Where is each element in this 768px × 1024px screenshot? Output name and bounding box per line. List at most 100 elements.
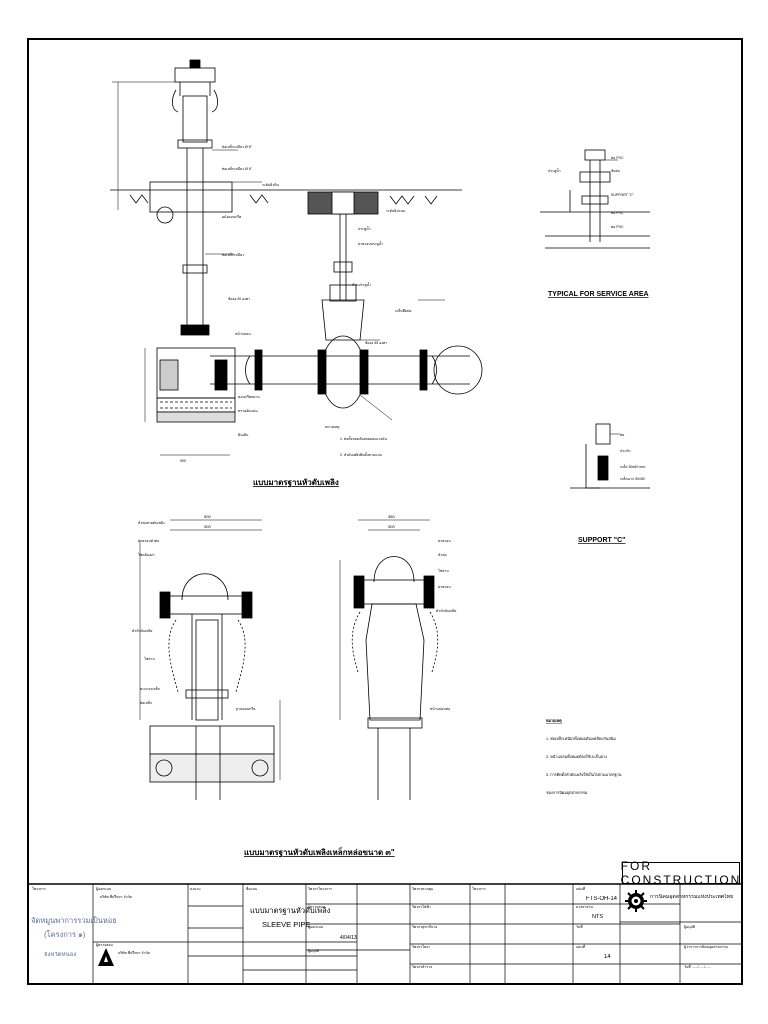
general-notes: หมายเหตุ 1. ท่อเหล็กเหนียวทั้งหมดต้องเคล… (546, 718, 622, 796)
svg-text:เหล็ก 50x50 mm.: เหล็ก 50x50 mm. (620, 463, 646, 469)
support-c-caption: SUPPORT "C" (578, 537, 625, 544)
support-c-notes: ท่อ ประกับ เหล็ก 50x50 mm. เหล็กฉาก 50x5… (620, 433, 646, 481)
service-area-caption: TYPICAL FOR SERVICE AREA (548, 291, 649, 298)
svg-text:ประตูน้ำ: ประตูน้ำ (358, 226, 371, 231)
svg-text:ผู้ออกแบบ: ผู้ออกแบบ (96, 887, 111, 891)
title-block-sheet-title-th: แบบมาตรฐานหัวดับเพลิง (250, 906, 331, 915)
svg-text:ประกับ: ประกับ (620, 449, 630, 453)
svg-text:ท่อ PVC: ท่อ PVC (611, 156, 624, 160)
left-hydrant-dim-sub: 300 (204, 524, 211, 529)
svg-text:ผู้ว่าการการนิคมอุตสาหกรรม: ผู้ว่าการการนิคมอุตสาหกรรม (684, 945, 728, 950)
title-block-sheet-no: 14 (604, 954, 611, 960)
svg-text:วันที่ ....../....../......: วันที่ ....../....../...... (684, 964, 711, 969)
svg-text:แผ่นที่: แผ่นที่ (576, 886, 586, 891)
left-hydrant-dim-top: 500 (204, 514, 211, 519)
svg-text:โซ่ล่าม: โซ่ล่าม (144, 656, 155, 661)
svg-text:ตะแกรงเหล็ก: ตะแกรงเหล็ก (140, 685, 160, 691)
title-block-sheet-number: FTS-OH-14 (586, 896, 618, 902)
svg-text:หมายเหตุ: หมายเหตุ (546, 718, 562, 724)
title-block-sheet-title-en: SLEEVE PIPE (262, 920, 311, 929)
title-block-scale: NTS (592, 914, 603, 920)
svg-text:บริษัท ที่ปรึกษา จำกัด: บริษัท ที่ปรึกษา จำกัด (100, 894, 132, 899)
svg-text:ทรายอัดแน่น: ทรายอัดแน่น (238, 409, 258, 413)
svg-text:ข้อต่อ: ข้อต่อ (611, 169, 620, 173)
svg-text:ท่อเหล็กเหนียว: ท่อเหล็กเหนียว (222, 251, 244, 257)
svg-text:หน้าแปลน: หน้าแปลน (235, 332, 251, 336)
svg-text:ผู้ออกแบบ: ผู้ออกแบบ (308, 925, 323, 929)
left-hydrant-elevation (139, 519, 281, 800)
svg-text:โครงการ: โครงการ (32, 886, 46, 891)
title-block-fine-print: โครงการ ผู้ออกแบบ บริษัท ที่ปรึกษา จำกัด… (32, 886, 728, 969)
svg-text:ท่อเหล็ก: ท่อเหล็ก (140, 699, 152, 705)
svg-text:ระดับผิวดิน: ระดับผิวดิน (262, 183, 280, 187)
svg-text:ชื่อแบบ: ชื่อแบบ (246, 886, 257, 891)
svg-text:เหล็กฉาก 50x50: เหล็กฉาก 50x50 (620, 475, 645, 481)
service-area-detail (540, 149, 650, 249)
for-construction-stamp: FOR CONSTRUCTION (620, 859, 742, 887)
right-hydrant-dim-sub: 300 (388, 524, 395, 529)
svg-text:วิศวกรสุขาภิบาล: วิศวกรสุขาภิบาล (412, 925, 437, 930)
main-detail-caption: แบบมาตรฐานหัวดับเพลิง (253, 478, 339, 488)
svg-text:ฝาครอบ: ฝาครอบ (438, 585, 451, 589)
svg-text:ฝาครอบประตูน้ำ: ฝาครอบประตูน้ำ (358, 241, 383, 246)
main-hydrant-notes: ท่อเหล็กเหนียว Ø 6" ท่อเหล็กเหนียว Ø 6" … (180, 143, 412, 463)
svg-text:ข้องอ 45 องศา: ข้องอ 45 องศา (365, 341, 387, 345)
svg-text:ข้องอ 90 องศา: ข้องอ 90 องศา (228, 297, 250, 301)
svg-text:SUPPORT "C": SUPPORT "C" (611, 193, 635, 197)
svg-text:หัวต่อสายดับเพลิง: หัวต่อสายดับเพลิง (138, 521, 165, 525)
sheet-border (27, 38, 743, 985)
svg-text:แผ่นที่: แผ่นที่ (576, 944, 586, 949)
svg-text:ผู้อนุมัติ: ผู้อนุมัติ (684, 925, 696, 930)
right-hydrant-dim-top: 380 (388, 514, 395, 519)
svg-text:ตัวหัวดับเพลิง: ตัวหัวดับเพลิง (436, 609, 457, 613)
right-hydrant-elevation (339, 519, 439, 800)
support-c-detail (570, 423, 650, 489)
title-block-project: จัดหมูนพาการรวมเป็นหอย (31, 916, 117, 925)
svg-text:ท่อเหล็กเหนียว Ø 6": ท่อเหล็กเหนียว Ø 6" (222, 143, 253, 149)
right-hydrant-notes: ฝาครอบ หัวต่อ โซ่ล่าม ฝาครอบ ตัวหัวดับเพ… (430, 539, 457, 711)
firm-logo-icon (98, 948, 114, 966)
svg-text:ประตูน้ำ: ประตูน้ำ (548, 168, 561, 173)
title-block-project-sub: (โครงการ ๑) (44, 930, 86, 939)
svg-text:2. หน้าแปลนทั้งหมดต้องใช้ปะเก็: 2. หน้าแปลนทั้งหมดต้องใช้ปะเก็นยาง (546, 753, 607, 759)
svg-text:ตัวหัวดับเพลิง: ตัวหัวดับเพลิง (132, 629, 153, 633)
svg-text:เหล็กยึดท่อ: เหล็กยึดท่อ (395, 307, 412, 313)
svg-text:ท่อ PVC: ท่อ PVC (611, 225, 624, 229)
svg-text:ผนังคอนกรีต: ผนังคอนกรีต (222, 214, 242, 219)
svg-text:โซ่คล้องฝา: โซ่คล้องฝา (138, 552, 155, 557)
svg-text:วันที่: วันที่ (576, 924, 583, 929)
svg-text:ผู้ตรวจสอบ: ผู้ตรวจสอบ (308, 905, 325, 909)
title-block-date: 4/04/13 (340, 935, 357, 941)
svg-text:ฝาครอบหัวต่อ: ฝาครอบหัวต่อ (138, 539, 159, 543)
svg-text:บริษัท ที่ปรึกษา จำกัด: บริษัท ที่ปรึกษา จำกัด (118, 950, 150, 955)
service-area-notes: ท่อ PVC ข้อต่อ ประตูน้ำ SUPPORT "C" ท่อ … (548, 156, 635, 229)
svg-text:ท่อ PVC: ท่อ PVC (611, 211, 624, 215)
svg-text:หน้าแปลนท่อ: หน้าแปลนท่อ (430, 707, 450, 711)
svg-text:ท่อเหล็กเหนียว Ø 6": ท่อเหล็กเหนียว Ø 6" (222, 165, 253, 171)
svg-text:2. หัวดับเพลิงติดตั้งตามแบบ: 2. หัวดับเพลิงติดตั้งตามแบบ (340, 452, 382, 457)
svg-text:มาตราส่วน: มาตราส่วน (576, 905, 593, 909)
svg-text:วิศวกรโยธา: วิศวกรโยธา (412, 944, 430, 949)
svg-text:คอนกรีตหยาบ: คอนกรีตหยาบ (238, 394, 260, 399)
title-block-agency: การนิคมอุตสาหกรรมแห่งประเทศไทย (650, 894, 734, 900)
title-block-project-location: จังหวัดหนอง (44, 952, 77, 958)
svg-text:โครงการ: โครงการ (472, 886, 486, 891)
agency-logo-icon (625, 890, 647, 912)
svg-text:ของการนิคมอุตสาหกรรม: ของการนิคมอุตสาหกรรม (546, 790, 588, 796)
svg-text:หมายเหตุ: หมายเหตุ (325, 425, 340, 430)
svg-text:1. ท่อเหล็กเหนียวทั้งหมดต้องเค: 1. ท่อเหล็กเหนียวทั้งหมดต้องเคลือบกันสนิ… (546, 735, 616, 741)
svg-text:ระดับผิวถนน: ระดับผิวถนน (386, 209, 406, 213)
svg-text:วิศวกรสำรวจ: วิศวกรสำรวจ (412, 965, 432, 969)
svg-text:ผู้ตรวจสอบ: ผู้ตรวจสอบ (96, 943, 113, 947)
left-hydrant-notes: หัวต่อสายดับเพลิง ฝาครอบหัวต่อ โซ่คล้องฝ… (132, 521, 256, 711)
svg-text:ดินเดิม: ดินเดิม (238, 433, 248, 437)
right-detail-caption: แบบมาตรฐานหัวดับเพลิงเหล็กหล่อขนาด ๓" (244, 846, 395, 858)
svg-text:วิศวกรควบคุม: วิศวกรควบคุม (412, 887, 433, 892)
svg-text:ฝาครอบ: ฝาครอบ (438, 539, 451, 543)
svg-text:โซ่ล่าม: โซ่ล่าม (438, 568, 449, 573)
svg-text:3. การติดตั้งหัวดับเพลิงให้เป็: 3. การติดตั้งหัวดับเพลิงให้เป็นไปตามมาตร… (546, 771, 622, 777)
svg-text:900: 900 (180, 459, 186, 463)
svg-text:วิศวกรไฟฟ้า: วิศวกรไฟฟ้า (412, 904, 431, 909)
svg-text:ฐานคอนกรีต: ฐานคอนกรีต (236, 706, 256, 711)
